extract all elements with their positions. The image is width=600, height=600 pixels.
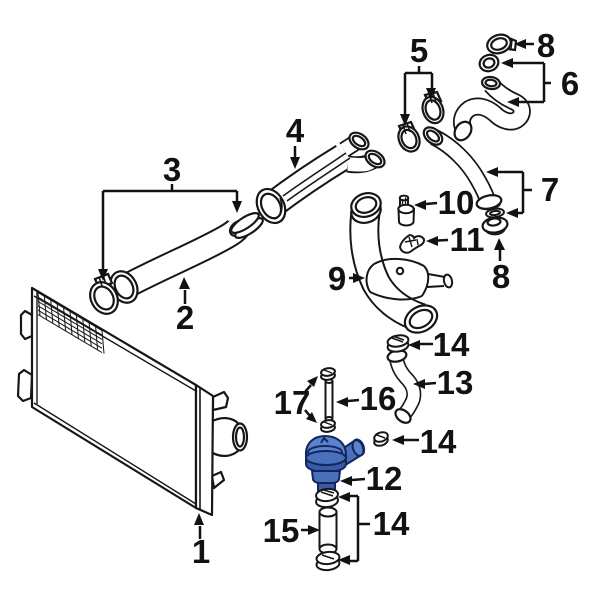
- intercooler-tank-tab-upper: [211, 390, 230, 412]
- part-3-seal: [230, 212, 264, 239]
- part-6-seal-ring: [478, 53, 500, 73]
- callout-number-8-top: 8: [537, 27, 555, 64]
- part-17-cap-top: [320, 367, 336, 381]
- part-8-clamp: [486, 33, 518, 55]
- part-9-hose: [349, 192, 454, 334]
- callout-5-bracket: [403, 66, 434, 114]
- part-12-valve-highlighted: [304, 435, 366, 496]
- part-10-valve: [397, 194, 416, 227]
- callout-7-bracket: [492, 170, 532, 215]
- part-16-tube: [324, 378, 334, 422]
- callout-number-2: 2: [176, 299, 194, 336]
- callout-number-14-mid: 14: [420, 423, 457, 460]
- callout-lines: [101, 42, 551, 563]
- callout-10-arrow: [425, 201, 438, 206]
- callout-14-bottom-bracket: [349, 494, 370, 563]
- part-6-elbow-hose: [452, 75, 531, 142]
- callout-17-arrows: [304, 384, 312, 417]
- callout-arrowheads: [98, 39, 526, 565]
- part-4-hose: [255, 131, 386, 225]
- part-3-clamp: [89, 272, 119, 315]
- callout-number-14-bottom: 14: [373, 505, 410, 542]
- callout-number-11: 11: [450, 221, 485, 258]
- callout-number-14-top: 14: [433, 326, 470, 363]
- callout-number-9: 9: [328, 260, 346, 297]
- hose13-bottom-opening: [394, 408, 412, 424]
- callout-number-1: 1: [192, 533, 210, 570]
- callout-16-arrow: [347, 398, 360, 403]
- intercooler-outlet: [210, 417, 249, 457]
- intercooler-end-tank: [194, 383, 215, 517]
- callout-3-bracket: [101, 184, 239, 269]
- callout-13-arrow: [423, 381, 437, 386]
- callout-number-17: 17: [274, 384, 311, 421]
- callout-number-4: 4: [286, 112, 305, 149]
- part-14-clamp-bottom-lower: [315, 550, 341, 572]
- part-7-pipe: [422, 126, 503, 211]
- callout-11-arrow: [437, 238, 449, 242]
- intercooler-tank-tab-lower: [210, 470, 226, 490]
- part-1-intercooler: [16, 286, 249, 517]
- intercooler-left-tab-upper: [19, 309, 34, 341]
- part-2-hose: [109, 219, 251, 304]
- callout-number-12: 12: [366, 460, 403, 497]
- callout-number-3: 3: [163, 151, 181, 188]
- part-5-clamp-a: [421, 90, 445, 125]
- part-5-clamp-b: [397, 120, 421, 153]
- intercooler-left-tab-lower: [16, 368, 34, 403]
- part-14-clamp-top: [386, 334, 410, 353]
- callout-number-10: 10: [438, 184, 475, 221]
- callout-number-13: 13: [437, 364, 474, 401]
- part-14-clamp-mid: [373, 431, 389, 447]
- hose9-stub: [442, 273, 454, 289]
- part-13-hose: [386, 349, 422, 424]
- callout-6-bracket: [507, 61, 551, 104]
- part-17-cap-bottom: [320, 419, 336, 433]
- part-11-clip: [398, 234, 426, 254]
- callout-number-7: 7: [541, 171, 559, 208]
- part-14-clamp-bottom-upper: [315, 487, 339, 509]
- part-15-tube: [318, 506, 338, 555]
- callout-number-15: 15: [263, 512, 300, 549]
- part-8-flange-ring: [481, 216, 509, 236]
- elbow6-opening-b: [453, 120, 473, 142]
- valve12-outlet-opening: [351, 439, 365, 457]
- callout-12-arrow: [351, 477, 366, 482]
- callout-number-5: 5: [410, 32, 428, 69]
- callout-number-16: 16: [360, 380, 397, 417]
- intercooler-core-fins: [37, 292, 105, 354]
- callout-numbers: 1 2 3 4 5 6 7 8 8 9 10 11 12 13 14 14 14…: [163, 27, 579, 570]
- callout-number-6: 6: [561, 65, 579, 102]
- callout-number-8-bottom: 8: [492, 258, 510, 295]
